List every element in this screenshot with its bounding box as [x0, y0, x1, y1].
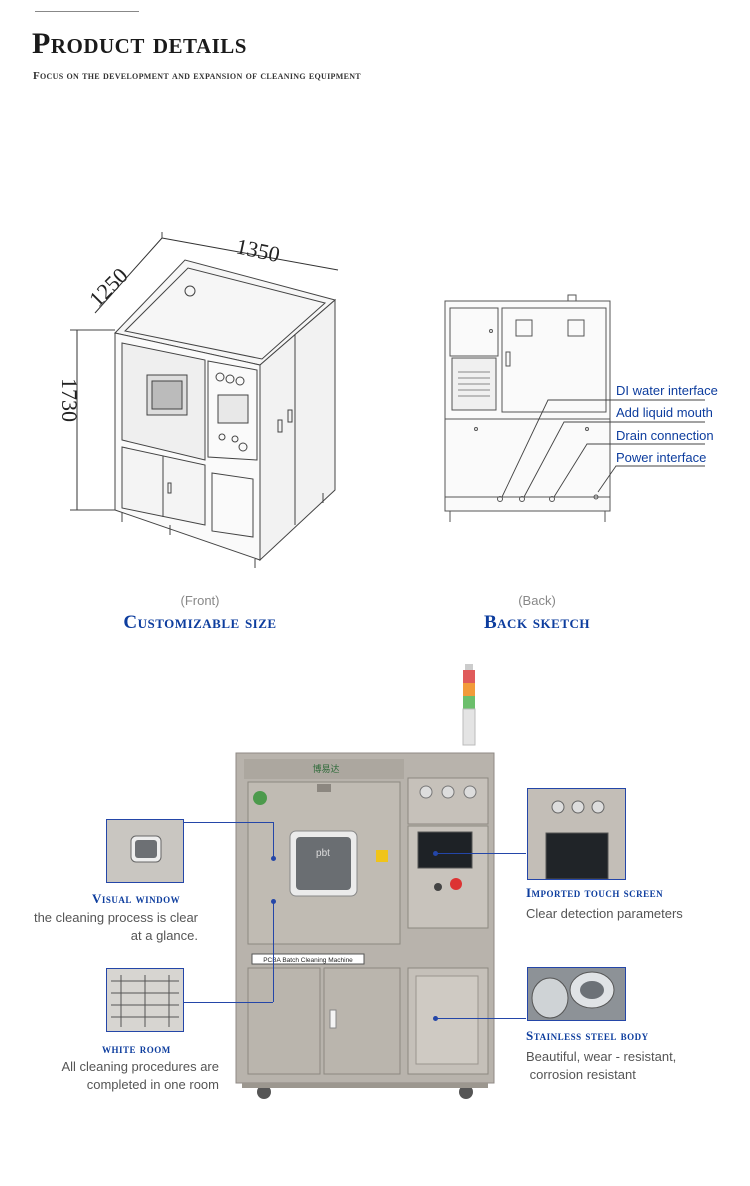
page-subtitle: Focus on the development and expansion o… [33, 70, 361, 82]
connector-dot [433, 1016, 438, 1021]
connector-dot [271, 899, 276, 904]
callout-drain: Drain connection [616, 428, 714, 443]
machine-name-plate: PCBA Batch Cleaning Machine [263, 957, 353, 964]
callout-add-liquid: Add liquid mouth [616, 405, 713, 420]
machine-brand: pbt [316, 848, 330, 859]
back-view-label: (Back) [518, 593, 556, 608]
thumb-steel-body [527, 967, 626, 1021]
feature-touch-screen-title: Imported touch screen [526, 885, 664, 900]
connector-visual-window-drop [273, 822, 274, 858]
thumb-white-room [106, 968, 184, 1032]
front-isometric-drawing: 1350 1250 1730 [57, 232, 339, 568]
connector-white-room [183, 1002, 273, 1003]
feature-steel-body-desc-1: Beautiful, wear - resistant, [526, 1049, 677, 1064]
front-view-label: (Front) [180, 593, 220, 608]
connector-touch-screen [436, 853, 526, 854]
machine-photo: 博易达 pbt PCBA Batch Cleaning Machine [235, 664, 495, 1099]
feature-visual-window-desc-1: the cleaning process is clear [33, 910, 198, 925]
thumb-visual-window [106, 819, 184, 883]
feature-visual-window-desc-2: at a glance. [130, 928, 198, 943]
feature-white-room-desc-2: completed in one room [86, 1077, 219, 1092]
dim-depth-label: 1250 [84, 263, 133, 312]
header-divider [35, 11, 139, 12]
feature-steel-body-desc-2: corrosion resistant [526, 1067, 636, 1082]
callout-power: Power interface [616, 450, 707, 465]
connector-steel-body [436, 1018, 526, 1019]
connector-dot [271, 856, 276, 861]
machine-logo: 博易达 [312, 763, 339, 774]
feature-visual-window-title: Visual window [92, 891, 181, 906]
feature-touch-screen-desc-1: Clear detection parameters [526, 906, 683, 921]
page-title: Product details [32, 27, 247, 60]
front-caption: Customizable size [123, 612, 277, 633]
back-sketch-drawing [444, 294, 705, 522]
callout-di-water: DI water interface [616, 383, 718, 398]
connector-dot [433, 851, 438, 856]
dim-height-label: 1730 [57, 378, 82, 422]
feature-steel-body-title: Stainless steel body [526, 1028, 649, 1043]
thumb-touch-screen [527, 788, 626, 880]
feature-white-room-desc-1: All cleaning procedures are [61, 1059, 219, 1074]
dim-width-label: 1350 [234, 233, 282, 267]
feature-white-room-title: white room [102, 1041, 171, 1056]
connector-visual-window [183, 822, 273, 823]
connector-white-room-rise [273, 902, 274, 1002]
back-caption: Back sketch [484, 612, 590, 633]
